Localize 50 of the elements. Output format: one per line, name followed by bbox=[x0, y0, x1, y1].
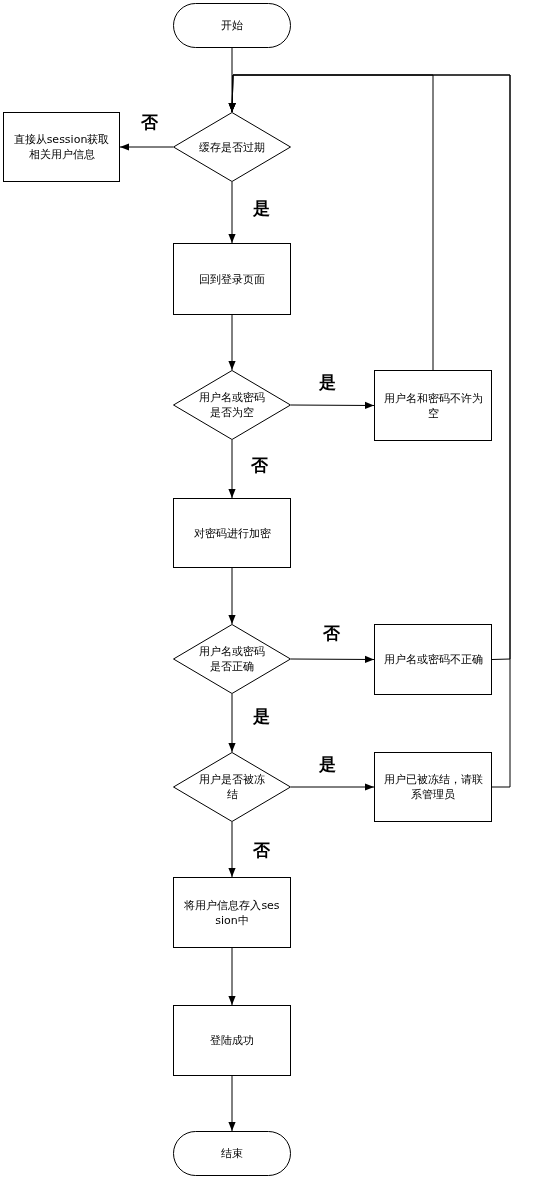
process-box bbox=[374, 752, 492, 822]
node-text: 登陆成功 bbox=[209, 1033, 255, 1048]
process-box bbox=[173, 1005, 291, 1076]
decision-diamond bbox=[173, 752, 291, 822]
node-text: 用户名和密码不许为空 bbox=[383, 390, 483, 421]
node-text: 直接从session获取相关用户信息 bbox=[12, 132, 111, 162]
arrow bbox=[228, 74, 511, 788]
node-text: 用户名或密码不正确 bbox=[383, 652, 483, 667]
node-text: 缓存是否过期 bbox=[198, 139, 266, 155]
process-box bbox=[173, 243, 291, 315]
arrow bbox=[290, 783, 375, 791]
arrow bbox=[228, 181, 236, 244]
decision-diamond bbox=[173, 624, 291, 694]
terminal-shape bbox=[173, 3, 291, 48]
edge-label: 否 bbox=[140, 112, 159, 132]
node-text: 用户是否被冻结 bbox=[198, 772, 266, 802]
terminal-shape bbox=[173, 1131, 291, 1176]
edge-label: 是 bbox=[318, 754, 337, 774]
process-box bbox=[173, 498, 291, 568]
node-text: 对密码进行加密 bbox=[192, 525, 272, 541]
arrow bbox=[228, 47, 236, 113]
node-text: 用户名或密码是否正确 bbox=[198, 644, 266, 674]
arrow bbox=[228, 947, 236, 1006]
edge-label: 否 bbox=[252, 840, 271, 860]
arrow bbox=[290, 655, 375, 664]
node-text: 结束 bbox=[220, 1146, 244, 1161]
arrow bbox=[228, 439, 236, 499]
node-text: 回到登录页面 bbox=[198, 271, 266, 287]
edge-label: 是 bbox=[252, 706, 271, 726]
process-box bbox=[3, 112, 120, 182]
edge-label: 是 bbox=[318, 372, 337, 392]
decision-diamond bbox=[173, 370, 291, 440]
process-box bbox=[374, 370, 492, 441]
arrow bbox=[228, 693, 236, 753]
edge-label: 否 bbox=[322, 623, 341, 643]
node-text: 用户已被冻结，请联系管理员 bbox=[383, 772, 483, 802]
arrow bbox=[119, 143, 174, 151]
edge-label: 是 bbox=[252, 198, 271, 218]
arrow bbox=[228, 567, 236, 625]
process-box bbox=[173, 877, 291, 948]
arrow bbox=[228, 821, 236, 878]
arrow bbox=[290, 401, 375, 410]
node-text: 将用户信息存入session中 bbox=[183, 897, 281, 928]
decision-diamond bbox=[173, 112, 291, 182]
arrow bbox=[228, 1075, 236, 1132]
node-text: 用户名或密码是否为空 bbox=[198, 390, 266, 420]
edge-label: 否 bbox=[250, 455, 269, 475]
node-text: 开始 bbox=[220, 18, 244, 33]
process-box bbox=[374, 624, 492, 695]
arrow bbox=[228, 314, 236, 371]
